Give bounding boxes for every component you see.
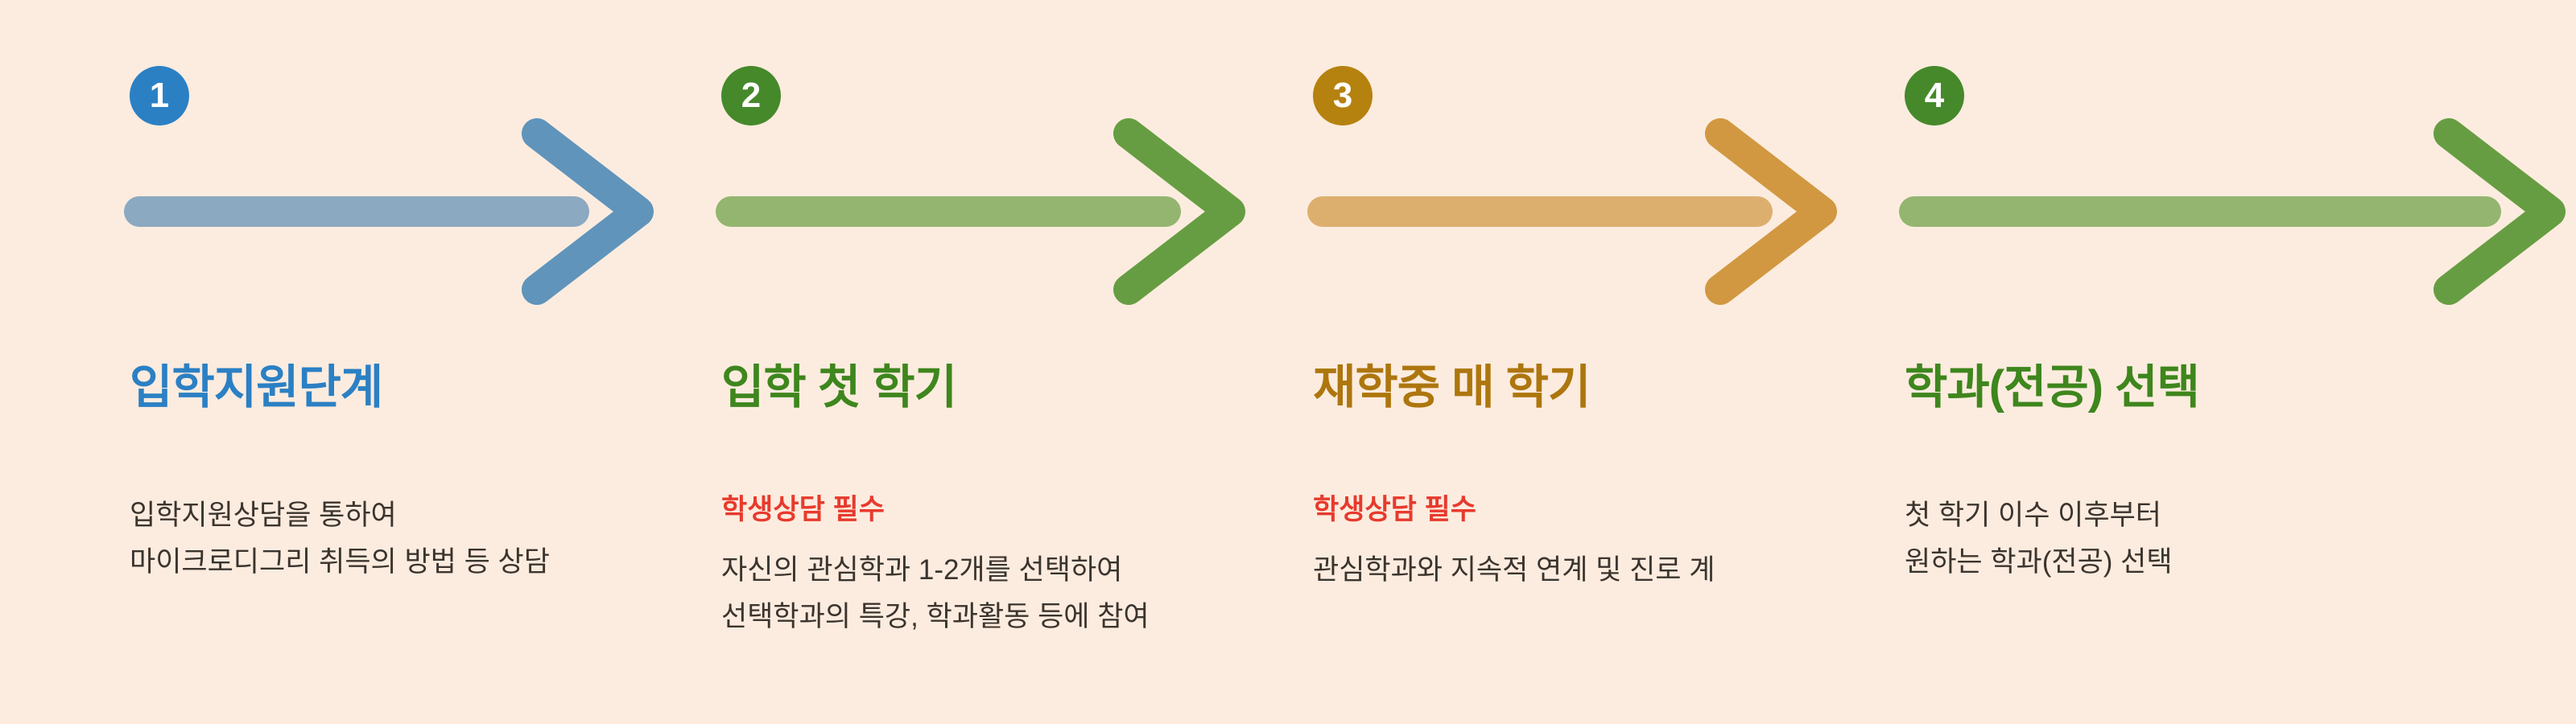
step-description-line: 관심학과와 지속적 연계 및 진로 계: [1313, 554, 1715, 586]
step-4: 4 학과(전공) 선택 첫 학기 이수 이후부터 원하는 학과(전공) 선택: [1898, 0, 2566, 724]
arrow-right-icon: [1899, 118, 2566, 305]
step-description-line: 입학지원상담을 통하여: [130, 500, 397, 531]
arrow-right-icon: [124, 118, 654, 305]
step-description-line: 선택학과의 특강, 학과활동 등에 참여: [721, 601, 1150, 632]
step-content: 학생상담 필수 관심학과와 지속적 연계 및 진로 계: [1313, 492, 1876, 594]
step-number: 2: [741, 76, 762, 115]
step-title: 재학중 매 학기: [1313, 361, 1591, 413]
arrow-right-icon: [716, 118, 1245, 305]
step-description-line: 자신의 관심학과 1-2개를 선택하여: [721, 554, 1123, 586]
arrow-right-icon: [1307, 118, 1837, 305]
step-content: 입학지원상담을 통하여 마이크로디그리 취득의 방법 등 상담: [130, 492, 693, 586]
step-number-badge: 1: [130, 66, 189, 125]
step-number: 1: [149, 76, 170, 115]
step-description-line: 마이크로디그리 취득의 방법 등 상담: [130, 546, 550, 578]
step-content: 첫 학기 이수 이후부터 원하는 학과(전공) 선택: [1905, 492, 2468, 586]
arrow-head: [1705, 118, 1837, 305]
step-description-line: 첫 학기 이수 이후부터: [1905, 500, 2161, 531]
step-subtitle: 학생상담 필수: [721, 494, 885, 525]
arrow-head: [1113, 118, 1245, 305]
step-title: 학과(전공) 선택: [1905, 361, 2200, 413]
step-number-badge: 3: [1313, 66, 1373, 125]
step-number-badge: 4: [1905, 66, 1964, 125]
step-2: 2 입학 첫 학기 학생상담 필수 자신의 관심학과 1-2개를 선택하여 선택…: [715, 0, 1307, 724]
step-number: 3: [1332, 76, 1353, 115]
step-3: 3 재학중 매 학기 학생상담 필수 관심학과와 지속적 연계 및 진로 계: [1307, 0, 1898, 724]
step-description-line: 원하는 학과(전공) 선택: [1905, 546, 2173, 578]
arrow-head: [2434, 118, 2566, 305]
step-title: 입학지원단계: [130, 361, 383, 413]
step-content: 학생상담 필수 자신의 관심학과 1-2개를 선택하여 선택학과의 특강, 학과…: [721, 492, 1285, 640]
step-1: 1 입학지원단계 입학지원상담을 통하여 마이크로디그리 취득의 방법 등 상담: [123, 0, 715, 724]
arrow-head: [522, 118, 654, 305]
step-subtitle: 학생상담 필수: [1313, 494, 1476, 525]
step-number-badge: 2: [721, 66, 781, 125]
step-title: 입학 첫 학기: [721, 361, 957, 413]
step-number: 4: [1924, 76, 1945, 115]
